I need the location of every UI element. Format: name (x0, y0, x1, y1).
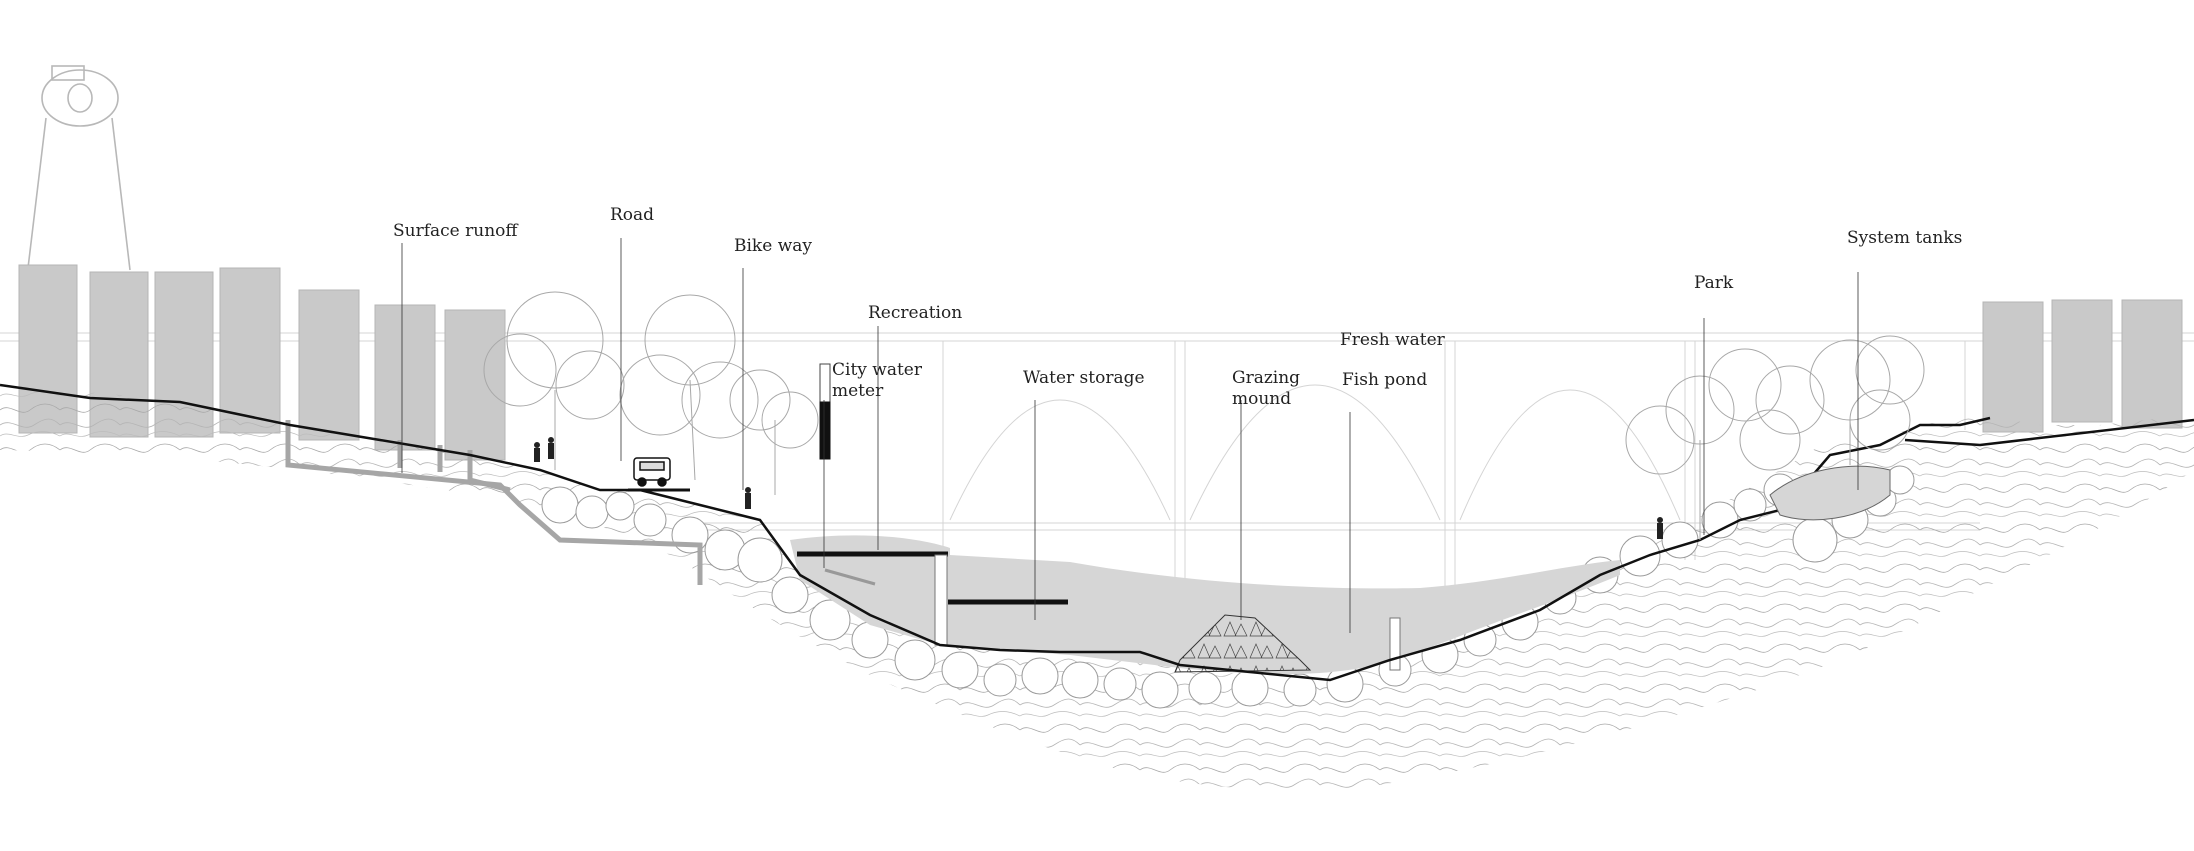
background-viaduct (0, 332, 2194, 640)
car-icon (628, 457, 690, 492)
label-city-water-meter: City water meter (832, 360, 922, 401)
tree-icon (483, 291, 1925, 540)
label-park: Park (1694, 273, 1734, 293)
terrain (0, 385, 2194, 791)
person-icon (534, 437, 1663, 539)
label-road: Road (610, 205, 655, 225)
system-tank (1769, 465, 1891, 521)
label-water-storage: Water storage (1023, 368, 1145, 388)
leader-lines (401, 238, 1859, 633)
label-grazing-mound: Grazing mound (1232, 368, 1301, 409)
label-fresh-water: Fresh water (1340, 330, 1445, 350)
grazing-mound (1174, 614, 1312, 673)
water-body (790, 535, 1620, 675)
right-buildings (1982, 299, 2183, 433)
water-tower-icon (27, 65, 131, 271)
structures (797, 363, 1401, 671)
label-fish-pond: Fish pond (1342, 370, 1428, 390)
label-surface-runoff: Surface runoff (393, 221, 518, 241)
label-bike-way: Bike way (734, 236, 812, 256)
label-system-tanks: System tanks (1847, 228, 1963, 248)
label-recreation: Recreation (868, 303, 963, 323)
